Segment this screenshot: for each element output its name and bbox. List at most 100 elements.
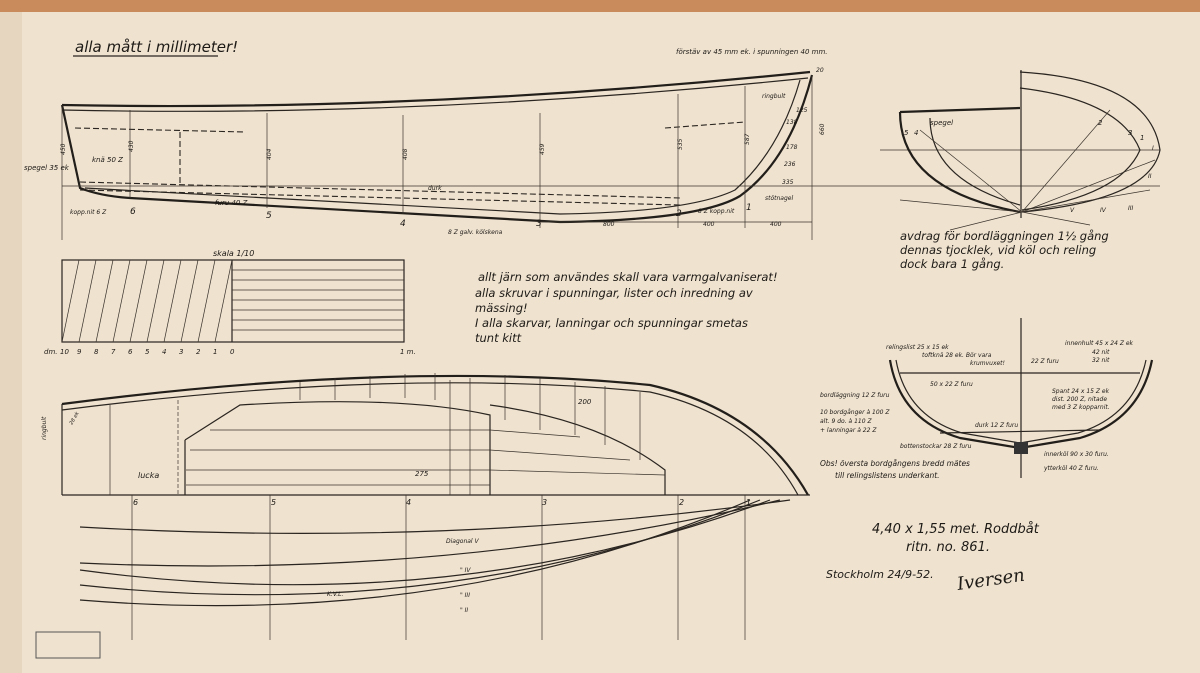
paper-edge-strip xyxy=(0,0,1200,12)
stem-note: förstäv av 45 mm ek. i spunningen 40 mm. xyxy=(676,48,828,56)
label-inwale: innenhult 45 x 24 Z ek xyxy=(1065,340,1134,347)
stem-offset: 138 xyxy=(786,119,798,126)
knee-label: knä 50 Z xyxy=(92,156,123,164)
body-plan-note: dock bara 1 gång. xyxy=(900,257,1004,271)
diagonal-label: I xyxy=(1152,145,1154,152)
height-dim: 450 xyxy=(60,143,67,155)
scale-bar: skala 1/10 dm. 10 9 8 7 6 5 4 3 2 1 0 xyxy=(44,249,416,356)
plan-station: 3 xyxy=(542,498,547,507)
spacing-dim: 800 xyxy=(603,221,615,228)
diagonal-label: II xyxy=(1148,173,1152,180)
station-3: 3 xyxy=(536,219,542,229)
diagonal-label: V xyxy=(1070,207,1075,214)
note-line: alla skruvar i spunningar, lister och in… xyxy=(475,286,753,300)
scale-title: skala 1/10 xyxy=(213,249,254,258)
plan-ringbolt-label: ringbult xyxy=(41,416,48,440)
profile-view: spegel 35 ek knä 50 Z furu 40 Z kopp.nit… xyxy=(24,67,880,240)
obs-note: Obs! översta bordgångens bredd mätes xyxy=(820,459,970,468)
stem-offset: 20 xyxy=(816,67,824,74)
section-number: 3 xyxy=(1128,129,1132,137)
height-dim: 459 xyxy=(539,143,546,155)
stem-bolt-label: stötnagel xyxy=(765,195,793,202)
height-dim: 535 xyxy=(677,138,684,150)
general-notes: allt järn som användes skall vara varmga… xyxy=(475,270,778,345)
label-frames: dist. 200 Z, nitade xyxy=(1052,396,1107,403)
label-floors: bottenstockar 28 Z furu xyxy=(900,443,972,450)
diagonal-ii-label: " II xyxy=(460,607,468,614)
label-planking: bordläggning 12 Z furu xyxy=(820,392,890,399)
height-dim: 587 xyxy=(744,133,751,145)
place-date: Stockholm 24/9-52. xyxy=(826,568,934,581)
label-gunwale: relingslist 25 x 15 ek xyxy=(886,344,949,351)
label-strakes: 10 bordgånger à 100 Z xyxy=(820,409,890,416)
scale-tick: 10 xyxy=(60,348,69,356)
body-spegel-label: spegel xyxy=(930,119,953,127)
plan-station: 5 xyxy=(271,498,276,507)
note-line: tunt kitt xyxy=(475,331,522,345)
diagonal-v-label: Diagonal V xyxy=(446,538,479,545)
spacing-dim: 400 xyxy=(703,221,715,228)
section-number: 1 xyxy=(1140,134,1144,142)
label-rivet32: 32 nit xyxy=(1092,357,1110,364)
height-dim: 660 xyxy=(819,123,826,135)
label-frames: Spant 24 x 15 Z ek xyxy=(1052,388,1110,395)
plan-view: ringbult 28 ek lucka 275 200 6 5 4 3 2 1… xyxy=(41,373,810,640)
archive-stamp xyxy=(35,631,101,659)
station-5: 5 xyxy=(266,211,272,221)
plan-station: 1 xyxy=(746,498,751,507)
diagonal-iv-label: " IV xyxy=(460,567,471,574)
diagonal-label: IV xyxy=(1100,207,1107,214)
plan-station: 6 xyxy=(133,498,138,507)
scale-tick: 8 xyxy=(94,348,99,356)
note-line: allt järn som användes skall vara varmga… xyxy=(478,270,778,284)
section-number: 2 xyxy=(1098,119,1103,127)
label-strakes: + lanningar à 22 Z xyxy=(820,427,877,434)
floor-label: durk xyxy=(428,185,442,192)
scale-tick: 6 xyxy=(128,348,133,356)
station-2: 2 xyxy=(676,209,682,219)
stem-offset: 125 xyxy=(796,107,808,114)
label-thwart: 22 Z furu xyxy=(1031,358,1059,365)
body-plan-note: avdrag för bordläggningen 1½ gång xyxy=(900,229,1109,243)
rivet-label: kopp.nit 6 Z xyxy=(70,209,107,216)
station-4: 4 xyxy=(400,219,406,229)
stem-offset: 335 xyxy=(782,179,794,186)
stem-offset: 178 xyxy=(786,144,798,151)
note-line: I alla skarvar, lanningar och spunningar… xyxy=(475,316,748,330)
scale-tick: 7 xyxy=(111,348,116,356)
transom-label: spegel 35 ek xyxy=(24,164,70,172)
label-rivet42: 42 nit xyxy=(1092,349,1110,356)
label-thwart-knee-2: krumvuxet! xyxy=(970,360,1005,367)
label-strakes: alt. 9 do. à 110 Z xyxy=(820,418,872,425)
scale-tick: 0 xyxy=(230,348,235,356)
plan-station: 4 xyxy=(406,498,411,507)
label-frames: med 3 Z kopparnit. xyxy=(1052,404,1110,411)
section-number: 5 xyxy=(904,129,909,137)
ringbolt-label: ringbult xyxy=(762,93,786,100)
scale-tick: 3 xyxy=(179,348,183,356)
units-note: alla mått i millimeter! xyxy=(75,38,238,56)
diagonal-label: III xyxy=(1128,205,1134,212)
diagonal-iii-label: " III xyxy=(460,592,470,599)
spacing-dim: 400 xyxy=(770,221,782,228)
height-dim: 430 xyxy=(128,140,135,152)
scale-tick: 1 xyxy=(213,348,217,356)
stem-offset: 236 xyxy=(784,161,796,168)
obs-note: till relingslistens underkant. xyxy=(835,471,940,480)
plan-station: 2 xyxy=(679,498,684,507)
midship-section: relingslist 25 x 15 ek toftknä 28 ek. Bö… xyxy=(820,318,1154,480)
label-outer-keel: ytterköl 40 Z furu. xyxy=(1043,465,1099,472)
keel-band-label: 8 Z galv. kölskena xyxy=(448,229,503,236)
scale-tick: 2 xyxy=(196,348,201,356)
label-floorboards: durk 12 Z furu xyxy=(975,422,1018,429)
scale-tick: 9 xyxy=(77,348,82,356)
scale-tick: 5 xyxy=(145,348,150,356)
label-thwart-knee: toftknä 28 ek. Bör vara xyxy=(922,352,992,359)
rivet8-label: 8 Z kopp.nit xyxy=(698,208,735,215)
drawing-title: 4,40 x 1,55 met. Roddbåt xyxy=(872,522,1040,537)
height-dim: 404 xyxy=(266,148,273,160)
scale-unit: dm. xyxy=(44,348,58,356)
scale-unit-right: 1 m. xyxy=(400,348,416,356)
